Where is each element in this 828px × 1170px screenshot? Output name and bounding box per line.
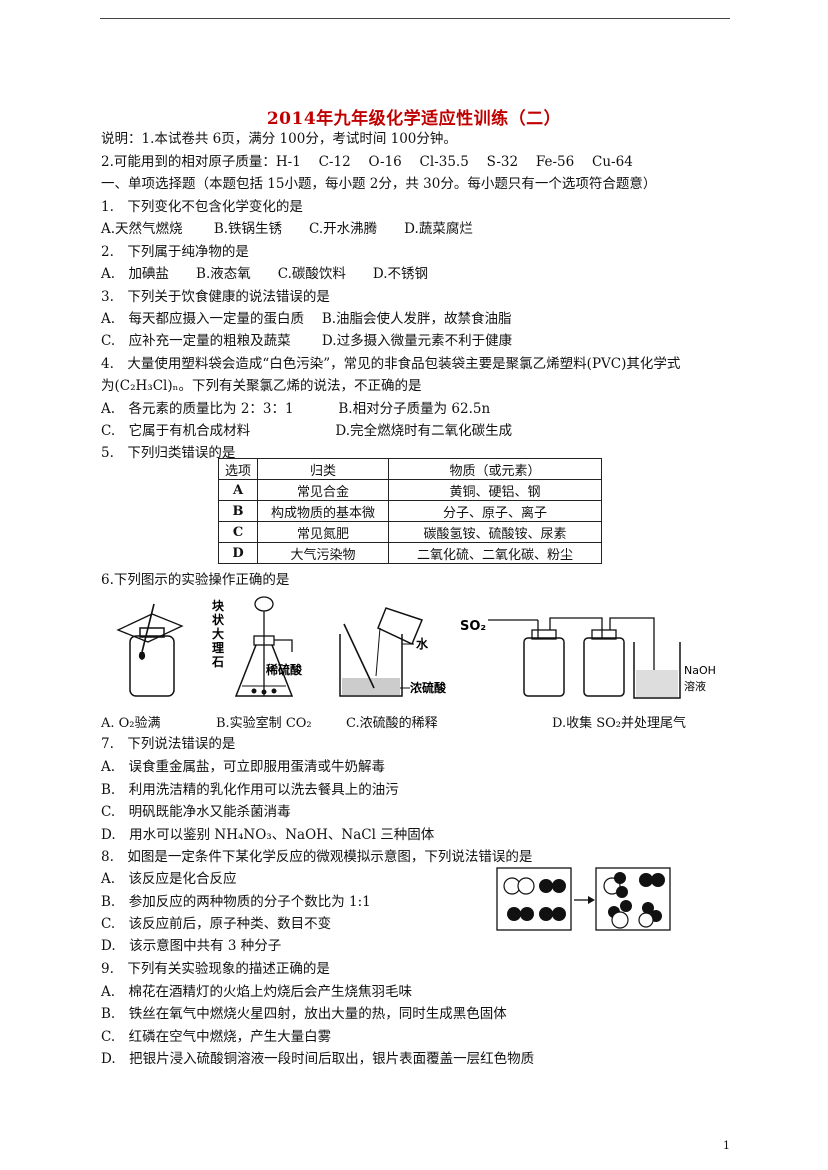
table-cell: 构成物质的基本微: [257, 500, 389, 522]
q6-option-c: C.浓硫酸的稀释: [346, 716, 438, 731]
q4-options-cd: C. 它属于有机合成材料 D.完全燃烧时有二氧化碳生成: [101, 423, 513, 439]
fig-d-solution-label: 溶液: [684, 679, 706, 693]
table-cell: 黄铜、硬铝、钢: [388, 479, 602, 501]
table-header-row: 选项 归类 物质（或元素）: [218, 458, 602, 480]
intro-line-1: 说明：1.本试卷共 6页，满分 100分，考试时间 100分钟。: [101, 131, 457, 147]
fig-d-naoh-label: NaOH: [684, 664, 716, 677]
q8-option-d: D. 该示意图中共有 3 种分子: [101, 938, 282, 954]
table-row: D 大气污染物 二氧化硫、二氧化碳、粉尘: [218, 542, 602, 564]
q5-stem: 5. 下列归类错误的是: [101, 445, 236, 461]
q4-stem-2: 为(C₂H₃Cl)ₙ。下列有关聚氯乙烯的说法，不正确的是: [101, 378, 422, 394]
table-cell: 分子、原子、离子: [388, 500, 602, 522]
fig-b-label: 状: [212, 612, 225, 627]
table-cell: 碳酸氢铵、硫酸铵、尿素: [388, 521, 602, 543]
fig-b-acid-label: 稀硫酸: [266, 662, 303, 677]
q9-stem: 9. 下列有关实验现象的描述正确的是: [101, 961, 330, 977]
q6-stem: 6.下列图示的实验操作正确的是: [101, 572, 290, 588]
table-cell: 二氧化硫、二氧化碳、粉尘: [388, 542, 602, 564]
q6-option-a: A. O₂验满: [101, 716, 161, 731]
table-cell: B: [218, 500, 258, 522]
q9-option-a: A. 棉花在酒精灯的火焰上灼烧后会产生烧焦羽毛味: [101, 984, 413, 1000]
q4-stem-1: 4. 大量使用塑料袋会造成“白色污染”，常见的非食品包装袋主要是聚氯乙烯塑料(P…: [101, 356, 681, 372]
table-cell: A: [218, 479, 258, 501]
q3-options-ab: A. 每天都应摄入一定量的蛋白质 B.油脂会使人发胖，故禁食油脂: [101, 311, 512, 327]
q7-option-b: B. 利用洗洁精的乳化作用可以洗去餐具上的油污: [101, 782, 399, 798]
table-header: 归类: [257, 458, 389, 480]
q6-option-b: B.实验室制 CO₂: [216, 716, 312, 731]
table-cell: 常见氮肥: [257, 521, 389, 543]
table-header: 物质（或元素）: [388, 458, 602, 480]
figure-a-o2-test: [116, 603, 184, 697]
q8-option-a: A. 该反应是化合反应: [101, 871, 237, 887]
page-number: 1: [723, 1139, 730, 1152]
table-cell: D: [218, 542, 258, 564]
q8-option-b: B. 参加反应的两种物质的分子个数比为 1:1: [101, 894, 371, 910]
page-title: 2014年九年级化学适应性训练（二）: [266, 109, 562, 129]
q7-stem: 7. 下列说法错误的是: [101, 736, 236, 752]
reaction-diagram: [496, 867, 671, 931]
table-row: C 常见氮肥 碳酸氢铵、硫酸铵、尿素: [218, 521, 602, 543]
header-rule: [100, 18, 730, 19]
table-row: B 构成物质的基本微 分子、原子、离子: [218, 500, 602, 522]
q2-options: A. 加碘盐 B.液态氧 C.碳酸饮料 D.不锈钢: [101, 266, 429, 282]
fig-b-label: 大: [212, 626, 224, 641]
fig-b-label: 理: [212, 641, 224, 655]
figure-d-so2-collection: SO₂ NaOH 溶液: [460, 617, 716, 699]
q9-option-b: B. 铁丝在氧气中燃烧火星四射，放出大量的热，同时生成黑色固体: [101, 1006, 507, 1022]
q8-option-c: C. 该反应前后，原子种类、数目不变: [101, 916, 332, 932]
table-header: 选项: [218, 458, 258, 480]
q1-stem: 1. 下列变化不包含化学变化的是: [101, 199, 303, 215]
fig-c-acid-label: 浓硫酸: [410, 680, 447, 695]
table-cell: 大气污染物: [257, 542, 389, 564]
q2-stem: 2. 下列属于纯净物的是: [101, 244, 249, 260]
figure-c-acid-dilution: 水 浓硫酸: [339, 607, 447, 697]
q3-options-cd: C. 应补充一定量的粗粮及蔬菜 D.过多摄入微量元素不利于健康: [101, 333, 513, 349]
fig-c-water-label: 水: [416, 636, 429, 651]
q7-option-d: D. 用水可以鉴别 NH₄NO₃、NaOH、NaCl 三种固体: [101, 827, 435, 843]
classification-table: 选项 归类 物质（或元素） A 常见合金 黄铜、硬铝、钢 B 构成物质的基本微 …: [218, 458, 602, 564]
table-cell: 常见合金: [257, 479, 389, 501]
q9-option-c: C. 红磷在空气中燃烧，产生大量白雾: [101, 1029, 332, 1045]
section-heading: 一、单项选择题（本题包括 15小题，每小题 2分，共 30分。每小题只有一个选项…: [101, 176, 657, 192]
q3-stem: 3. 下列关于饮食健康的说法错误的是: [101, 289, 330, 305]
q6-option-d: D.收集 SO₂并处理尾气: [552, 716, 686, 731]
intro-line-2: 2.可能用到的相对原子质量：H-1 C-12 O-16 Cl-35.5 S-32…: [101, 154, 633, 170]
fig-b-label: 块: [212, 598, 225, 613]
table-cell: C: [218, 521, 258, 543]
q7-option-c: C. 明矾既能净水又能杀菌消毒: [101, 804, 291, 820]
figure-b-co2-setup: 块 状 大 理 石 稀硫酸: [211, 596, 303, 697]
fig-b-label: 石: [211, 655, 224, 669]
q9-option-d: D. 把银片浸入硫酸铜溶液一段时间后取出，银片表面覆盖一层红色物质: [101, 1051, 535, 1067]
q8-stem: 8. 如图是一定条件下某化学反应的微观模拟示意图，下列说法错误的是: [101, 849, 533, 865]
q4-options-ab: A. 各元素的质量比为 2：3：1 B.相对分子质量为 62.5n: [101, 401, 491, 417]
table-row: A 常见合金 黄铜、硬铝、钢: [218, 479, 602, 501]
q7-option-a: A. 误食重金属盐，可立即服用蛋清或牛奶解毒: [101, 759, 386, 775]
q1-options: A.天然气燃烧 B.铁锅生锈 C.开水沸腾 D.蔬菜腐烂: [101, 221, 473, 237]
fig-d-gas-label: SO₂: [460, 619, 486, 634]
